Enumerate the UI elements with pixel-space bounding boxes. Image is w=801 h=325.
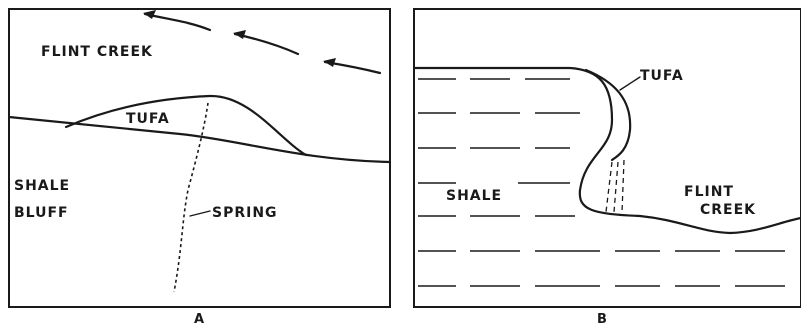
shale-strata-lines [418, 79, 785, 286]
panel-a: FLINT CREEK TUFA SHALE BLUFF SPRING A [9, 9, 390, 325]
label-tufa: TUFA [640, 68, 684, 84]
panel-b: TUFA SHALE FLINT CREEK B [414, 9, 801, 325]
spring-seep-line [606, 162, 612, 212]
label-spring: SPRING [212, 205, 278, 221]
panel-a-caption: A [194, 312, 204, 325]
panel-b-caption: B [597, 312, 607, 325]
label-shale: SHALE [14, 178, 70, 194]
label-tufa: TUFA [126, 111, 170, 127]
tufa-leader-line [620, 77, 640, 90]
tufa-deposit-outline [586, 70, 630, 160]
spring-seep-line [174, 103, 208, 292]
flow-arrow [233, 30, 298, 54]
spring-leader-line [190, 211, 210, 216]
spring-seep-line [614, 162, 618, 212]
flow-arrow [143, 10, 210, 30]
panel-b-frame [414, 9, 801, 307]
spring-seep-line [622, 160, 624, 212]
flow-arrow [323, 58, 380, 73]
label-flint: FLINT [684, 184, 734, 200]
label-flint-creek: FLINT CREEK [41, 44, 153, 60]
label-shale: SHALE [446, 188, 502, 204]
label-creek: CREEK [700, 202, 756, 218]
creek-bank-line [9, 117, 390, 162]
label-bluff: BLUFF [14, 205, 69, 221]
